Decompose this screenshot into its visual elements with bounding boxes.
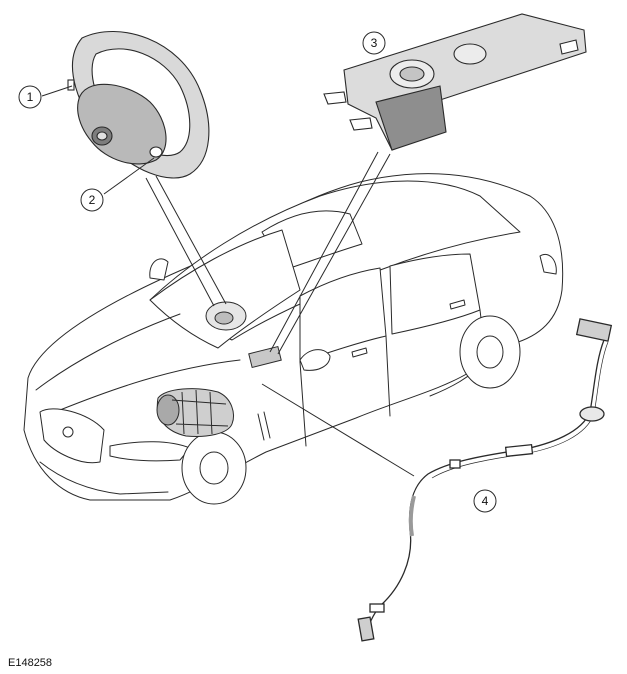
callout-circle [473,489,497,513]
callout-circle [362,31,386,55]
gear-selector-knob-center [399,66,425,82]
transmission-bellhousing [156,394,180,426]
callout-circle [18,85,42,109]
projection-line-selector [277,153,391,355]
transmission-detail [171,389,229,435]
vehicle-far-mirror [149,258,169,281]
vehicle-badge [62,426,74,438]
callout-label: 2 [89,193,96,207]
installed-selector-module [248,345,282,369]
selector-cable-assembly [357,318,613,642]
cable-retainer [504,443,534,458]
vehicle-door-mirror [299,349,331,371]
vehicle-front-wheel-hub [199,451,229,485]
callout-1: 1 [18,85,42,109]
callout-label: 3 [371,36,378,50]
projection-line-steering [145,177,215,307]
vehicle-fender-vent [257,411,271,441]
selector-cable-shadow [431,341,609,479]
cable-end-fitting [575,318,613,342]
vehicle-rear-wheel-hub [476,335,504,369]
vehicle-door-handle [449,299,466,310]
steering-column-switch [149,146,163,158]
vehicle-illustration [23,173,564,505]
projection-line-steering [155,175,227,305]
vehicle-front-bumper [39,461,169,495]
steering-wheel-badge-inner [96,131,108,141]
vehicle-headlight [109,441,191,462]
selector-module-bracket [323,39,579,131]
callout-2: 2 [80,188,104,212]
selector-module-assembly [323,13,587,151]
vehicle-rear-wheel [459,315,521,389]
vehicle-front-wheel [181,431,247,505]
callout-label: 1 [27,90,34,104]
vehicle-door-handle [351,347,368,358]
cable-outer-sleeve [408,495,416,537]
projection-line-cable [261,383,415,477]
installed-components [156,301,282,437]
vehicle-grille [39,408,105,464]
vehicle-front-door [299,335,391,447]
leader-lines [41,85,415,477]
transmission-unit [156,388,234,437]
leader-line-2 [103,157,155,195]
cable-grommet [579,406,605,422]
vehicle-windscreen [149,229,301,349]
callouts: 1 2 3 4 [18,31,497,513]
callout-3: 3 [362,31,386,55]
callout-label: 4 [482,494,489,508]
projection-line-selector [269,151,379,353]
installed-steering-hub [214,311,234,325]
callout-circle [80,188,104,212]
selector-module-dial [453,43,487,65]
gearshift-paddle [67,79,75,91]
cable-clip [369,603,385,613]
cable-lever-end [357,616,375,642]
leader-line-1 [41,85,73,97]
vehicle-hood [35,313,241,411]
figure-reference-code: E148258 [8,657,52,669]
steering-wheel-assembly [67,30,210,179]
vehicle-rear-lamp [539,254,557,275]
cable-retainer [449,459,461,469]
callout-4: 4 [473,489,497,513]
selector-module-lower-box [375,85,447,151]
